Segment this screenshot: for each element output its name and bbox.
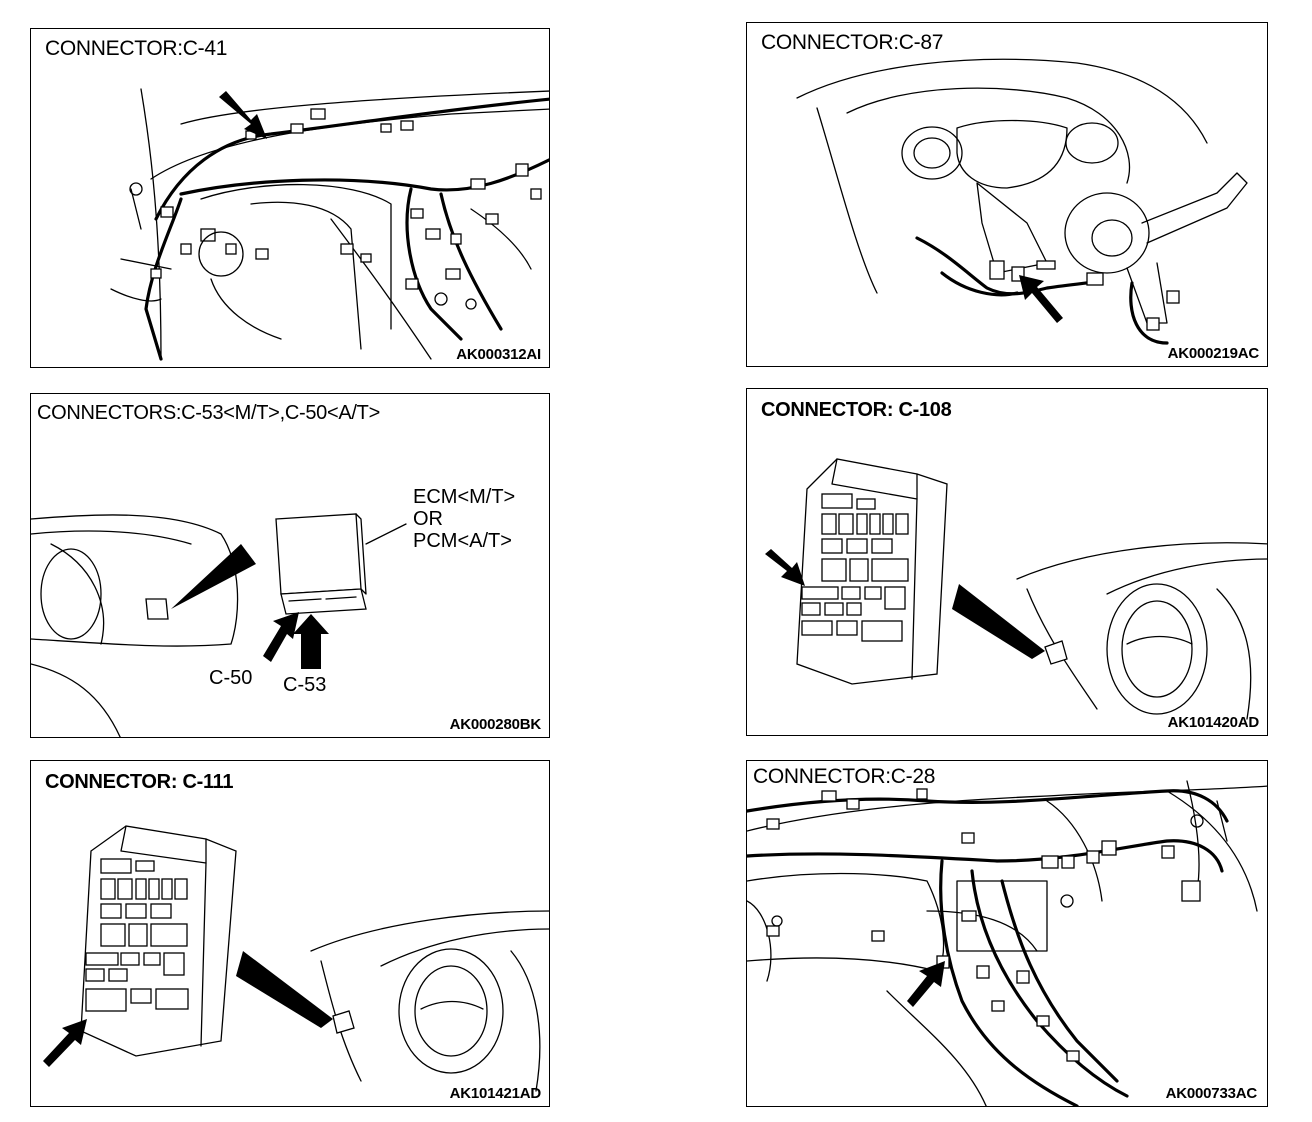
figure-code: AK000733AC [1163, 1085, 1259, 1102]
panel-title: CONNECTOR: C-111 [45, 771, 234, 793]
junction-block-illustration [43, 825, 549, 1092]
panel-title: CONNECTOR:C-87 [761, 31, 944, 54]
module-label-line: ECM<M/T> [413, 486, 516, 508]
figure-code: AK000280BK [449, 716, 542, 733]
panel-title: CONNECTOR:C-41 [45, 37, 228, 60]
callout-c53: C-53 [283, 674, 327, 696]
figure-code: AK101421AD [449, 1085, 542, 1102]
diagram-panel-c41: CONNECTOR:C-41 AK000312AI [30, 28, 550, 368]
steering-column-illustration [796, 58, 1248, 345]
diagram-panel-c87: CONNECTOR:C-87 AK000219AC [746, 22, 1268, 367]
diagram-panel-c111: CONNECTOR: C-111 AK101421AD [30, 760, 550, 1107]
dashboard-harness-illustration [747, 780, 1267, 1106]
panel-title: CONNECTOR: C-108 [761, 399, 952, 421]
figure-code: AK000312AI [456, 346, 541, 363]
figure-code: AK000219AC [1167, 345, 1260, 362]
module-label: ECM<M/T> OR PCM<A/T> [413, 486, 515, 552]
callout-c50: C-50 [209, 667, 253, 689]
diagram-panel-c28: CONNECTOR:C-28 AK000733AC [746, 760, 1268, 1107]
module-label-line: PCM<A/T> [413, 530, 512, 552]
diagram-panel-c53-c50: CONNECTORS:C-53<M/T>,C-50<A/T> ECM<M/T> … [30, 393, 550, 738]
panel-title: CONNECTORS:C-53<M/T>,C-50<A/T> [37, 402, 380, 424]
junction-block-illustration [765, 458, 1267, 720]
dashboard-harness-illustration [110, 88, 549, 361]
module-label-line: OR [413, 508, 443, 530]
panel-title: CONNECTOR:C-28 [753, 765, 936, 788]
diagram-panel-c108: CONNECTOR: C-108 AK101420AD [746, 388, 1268, 736]
ecm-location-illustration [31, 513, 407, 737]
figure-code: AK101420AD [1167, 714, 1260, 731]
